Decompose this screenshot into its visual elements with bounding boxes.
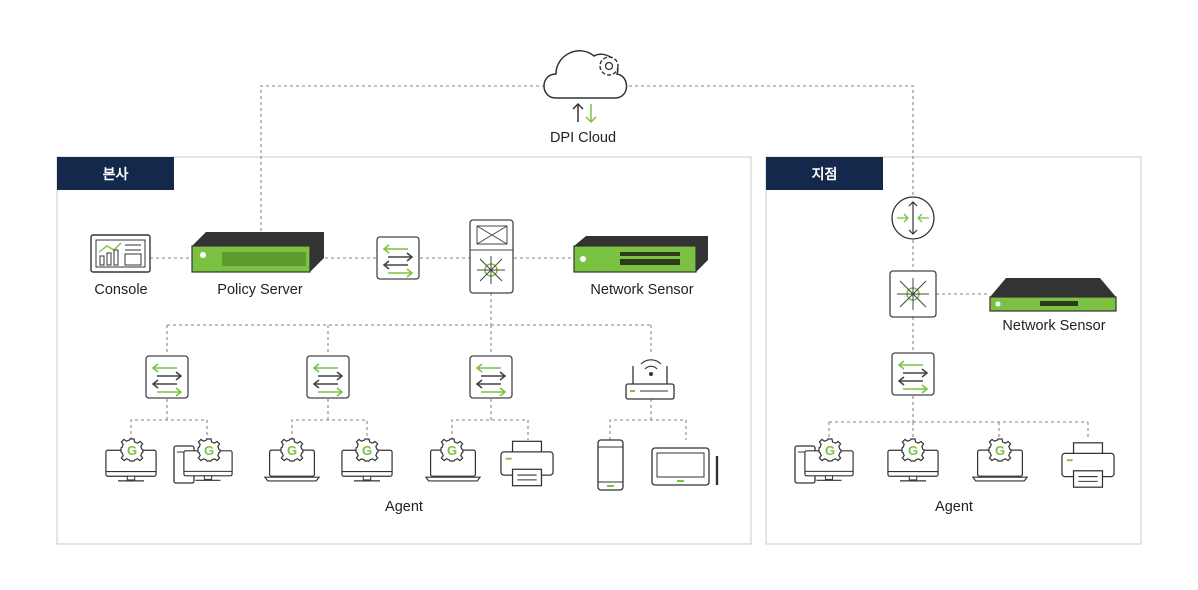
- dpi-cloud-label: DPI Cloud: [549, 130, 617, 146]
- agent-g-icon: [280, 438, 304, 462]
- policy-server-label: Policy Server: [217, 282, 303, 298]
- network-sensor-appliance-icon: [989, 278, 1117, 312]
- access-switch-icon: [891, 352, 935, 396]
- smartphone-icon: [597, 439, 624, 491]
- console-monitor-icon: [90, 234, 151, 273]
- agent-g-icon: [901, 438, 925, 462]
- hq-agent-label: Agent: [385, 499, 423, 515]
- network-sensor-appliance-icon: [573, 236, 708, 273]
- console-label: Console: [94, 282, 148, 298]
- printer-icon: [1061, 442, 1115, 488]
- branch-region-box: [765, 156, 1142, 545]
- access-switch-icon: [306, 355, 350, 399]
- access-switch-icon: [145, 355, 189, 399]
- hq-network-sensor-label: Network Sensor: [590, 282, 694, 298]
- branch-agent-label: Agent: [935, 499, 973, 515]
- tablet-icon: [651, 447, 719, 486]
- agent-g-icon: [355, 438, 379, 462]
- branch-region-tag: 지점: [766, 157, 883, 190]
- connection-lines: [130, 85, 1089, 440]
- agent-g-icon: [818, 438, 842, 462]
- switch-icon: [376, 236, 420, 280]
- rack-server-icon: [191, 232, 324, 273]
- printer-icon: [500, 440, 554, 487]
- router-icon: [891, 196, 935, 240]
- branch-network-sensor-label: Network Sensor: [1002, 318, 1106, 334]
- agent-g-icon: [988, 438, 1012, 462]
- agent-g-icon: [440, 438, 464, 462]
- cloud-gear-icon: [543, 50, 628, 124]
- core-switch-icon: [889, 270, 937, 318]
- core-router-icon: [469, 219, 514, 294]
- hq-region-tag: 본사: [57, 157, 174, 190]
- agent-g-icon: [120, 438, 144, 462]
- agent-g-icon: [197, 438, 221, 462]
- access-switch-icon: [469, 355, 513, 399]
- hq-region-box: [56, 156, 752, 545]
- wireless-ap-icon: [625, 359, 675, 400]
